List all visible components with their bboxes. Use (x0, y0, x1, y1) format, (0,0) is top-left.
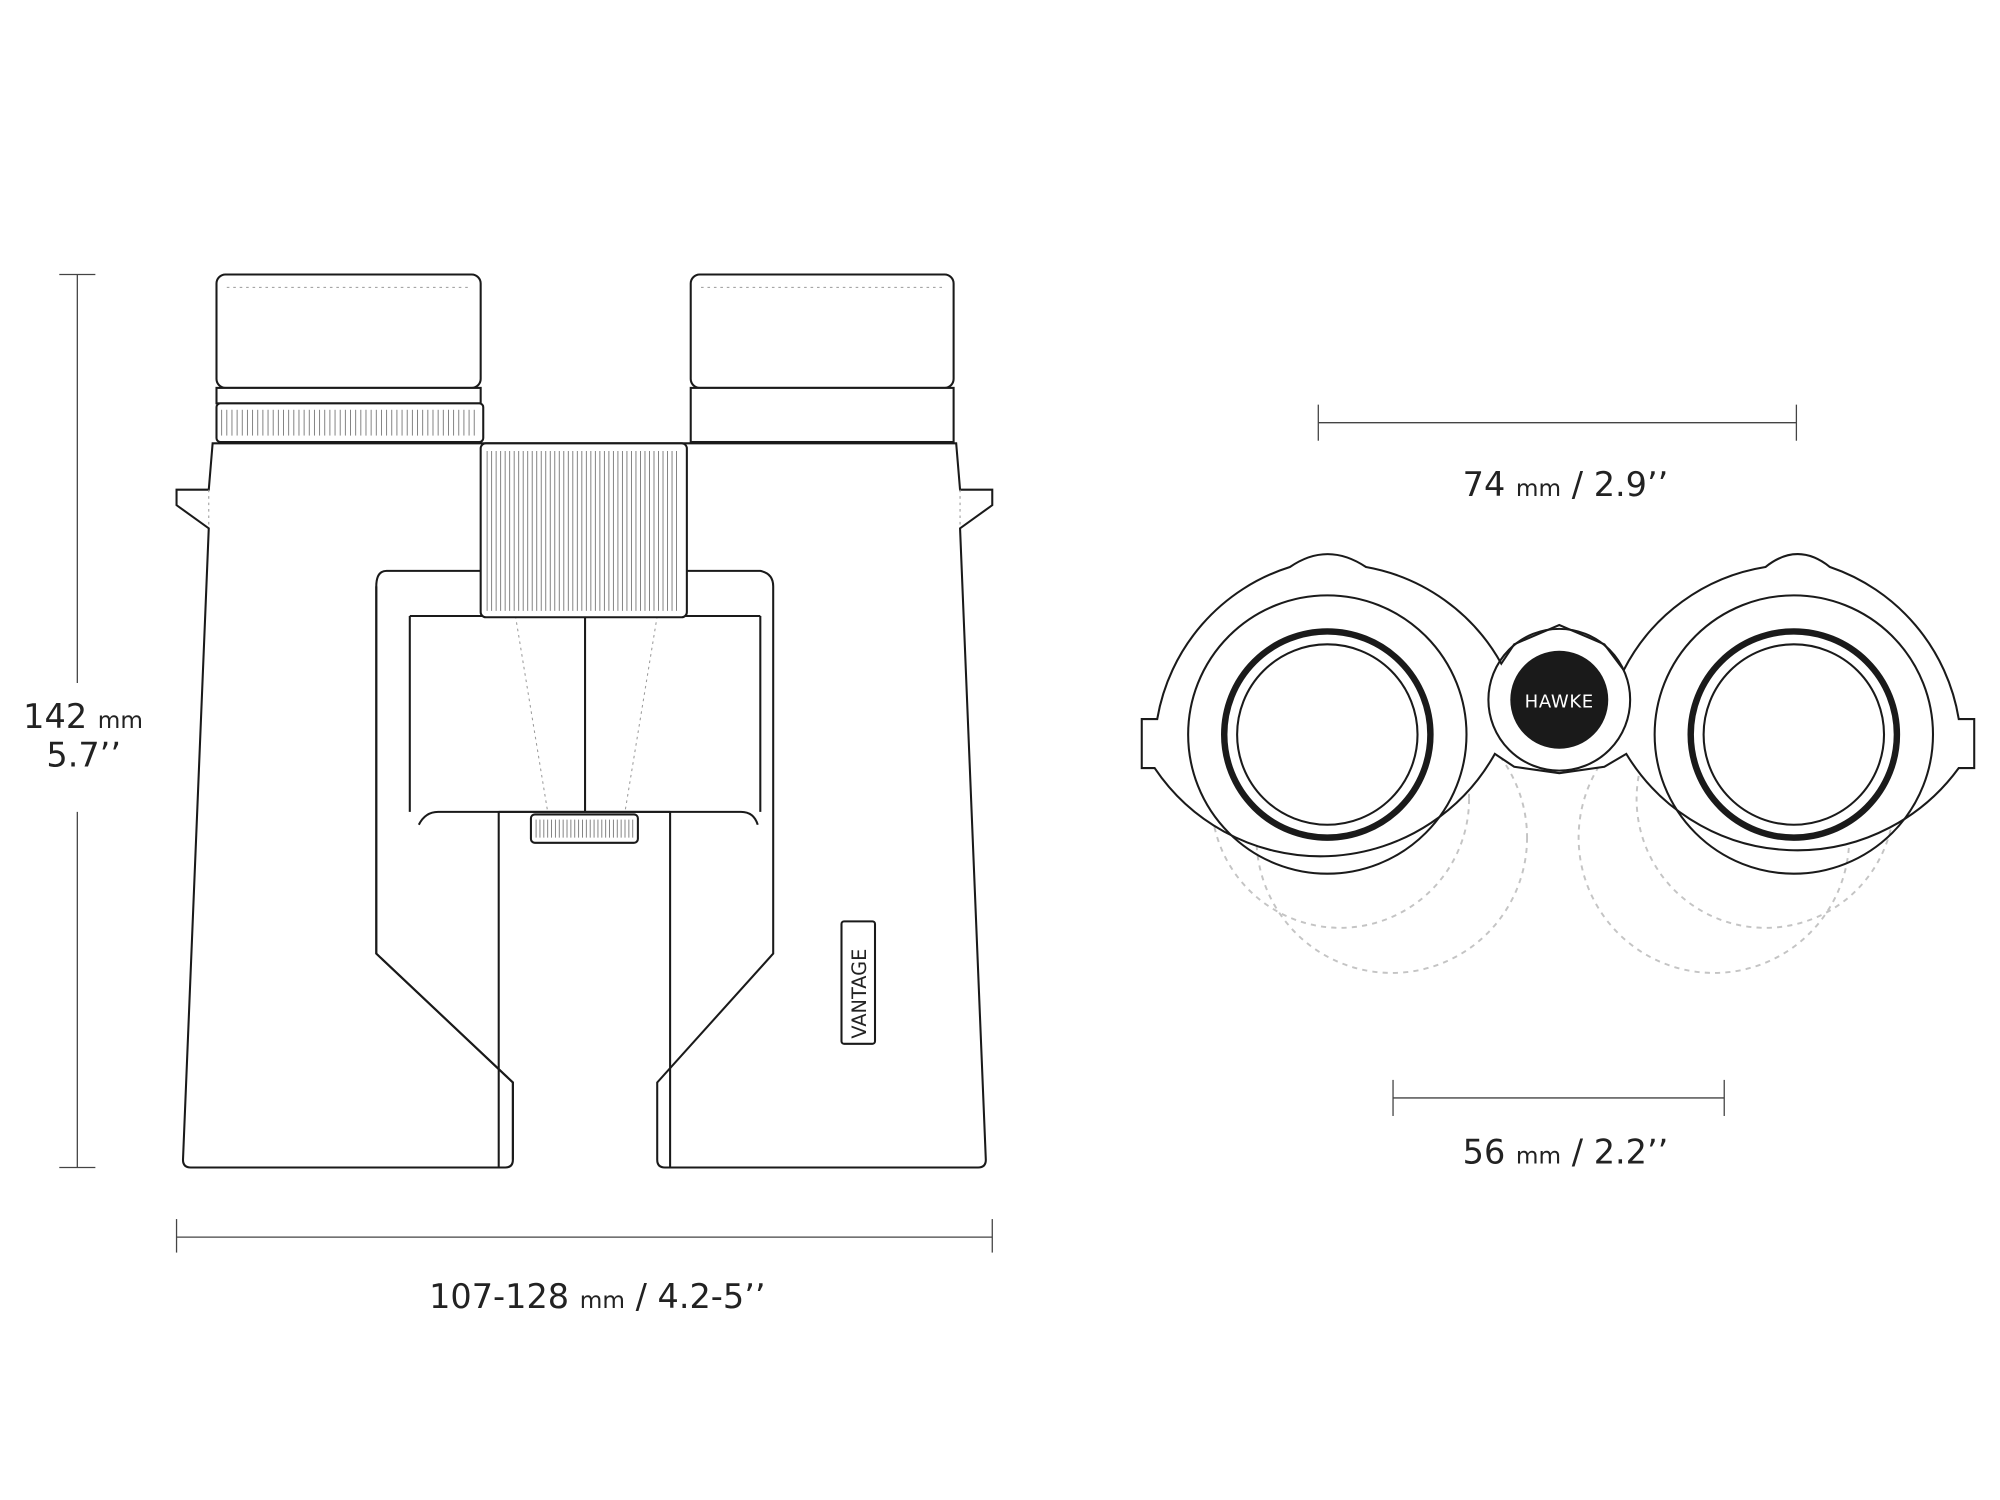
height-label: 142 mm (23, 697, 143, 736)
focus-wheel-knurl (486, 451, 677, 611)
objective-spacing-label: 74 mm / 2.9’’ (1463, 465, 1669, 504)
binocular-side-view: VANTAGE (175, 273, 994, 1169)
height-inches-label: 5.7’’ (46, 736, 121, 775)
brand-logo (1510, 650, 1609, 749)
eyepiece-spacing-label: 56 mm / 2.2’’ (1463, 1133, 1669, 1172)
height-dimension-line (59, 273, 96, 1169)
width-label: 107-128 mm / 4.2-5’’ (429, 1277, 765, 1316)
eyepiece-spacing-line (1392, 1079, 1725, 1116)
width-dimension-line (175, 1219, 993, 1253)
objective-spacing-line (1317, 404, 1798, 441)
model-badge-label: VANTAGE (848, 949, 871, 1039)
brand-logo-label: HAWKE (1525, 691, 1594, 712)
diopter-ring-knurl (221, 409, 475, 436)
model-badge (840, 920, 877, 1045)
binocular-end-view: HAWKE (1140, 553, 1976, 974)
